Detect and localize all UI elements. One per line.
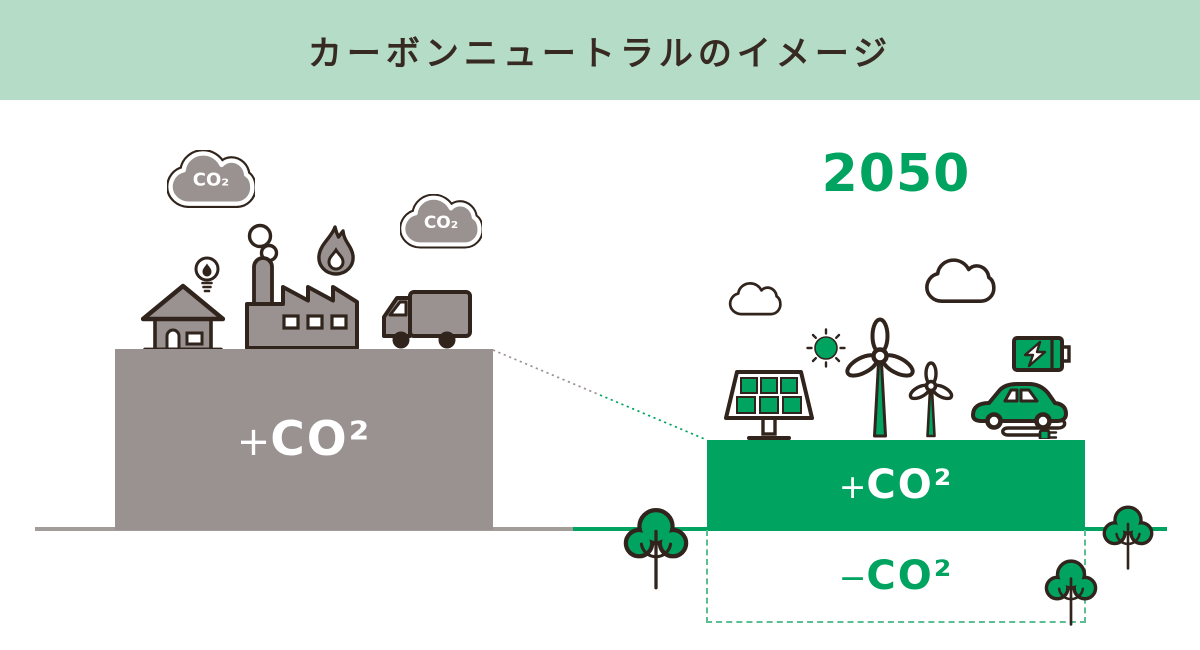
future-emissions-block: +CO²	[707, 440, 1085, 530]
tree-icon	[1102, 504, 1154, 570]
battery-icon	[1012, 335, 1074, 373]
tree-icon	[623, 506, 689, 590]
reduction-connector-dotted-line	[490, 344, 710, 446]
plus-sign: +	[838, 467, 867, 506]
sun-icon	[805, 327, 847, 369]
co2-cloud-icon: CO₂	[167, 150, 255, 208]
wind-turbine-small-icon	[906, 360, 958, 438]
header-banner: カーボンニュートラルのイメージ	[0, 0, 1200, 100]
electric-car-icon	[967, 373, 1071, 439]
truck-icon	[380, 289, 474, 352]
future-emissions-label: +CO²	[838, 462, 954, 508]
absorption-box: −CO²	[706, 530, 1086, 623]
tree-icon	[1044, 558, 1098, 626]
current-emissions-label: +CO²	[236, 412, 372, 467]
co2-cloud-label: CO₂	[192, 169, 230, 191]
current-emissions-block: +CO²	[115, 349, 493, 530]
minus-sign: −	[838, 557, 867, 597]
co2-cloud-label: CO₂	[423, 212, 459, 233]
year-2050-label: 2050	[821, 144, 971, 204]
house-icon	[141, 283, 225, 352]
co2-cloud-icon: CO₂	[400, 194, 482, 249]
cloud-icon	[924, 257, 996, 305]
flame-icon	[314, 225, 358, 277]
page-title: カーボンニュートラルのイメージ	[307, 33, 893, 74]
solar-panel-icon	[722, 370, 816, 442]
lightbulb-icon	[192, 256, 222, 298]
absorption-label: −CO²	[838, 552, 954, 599]
plus-sign: +	[236, 419, 271, 465]
factory-icon	[243, 222, 363, 350]
wind-turbine-icon	[843, 315, 917, 438]
cloud-icon	[728, 281, 782, 317]
